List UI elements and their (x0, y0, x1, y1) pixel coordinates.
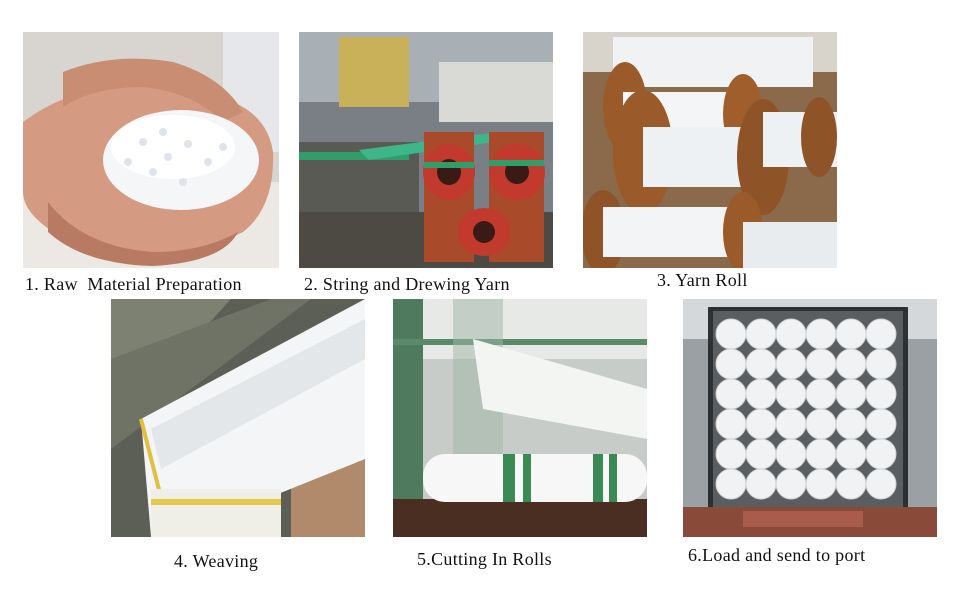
caption-step-2: 2. String and Drewing Yarn (304, 274, 510, 294)
photo-loaded-container (683, 299, 937, 537)
photo-raw-material (23, 32, 279, 268)
photo-yarn-roll (583, 32, 837, 268)
photo-weaving (111, 299, 365, 537)
caption-step-4: 4. Weaving (174, 551, 259, 571)
caption-step-3: 3. Yarn Roll (657, 270, 748, 290)
photo-cutting-rolls (393, 299, 647, 537)
photo-drawing-yarn (299, 32, 553, 268)
caption-step-5: 5.Cutting In Rolls (417, 549, 552, 569)
caption-step-1: 1. Raw Material Preparation (25, 274, 242, 294)
caption-step-6: 6.Load and send to port (688, 545, 866, 565)
